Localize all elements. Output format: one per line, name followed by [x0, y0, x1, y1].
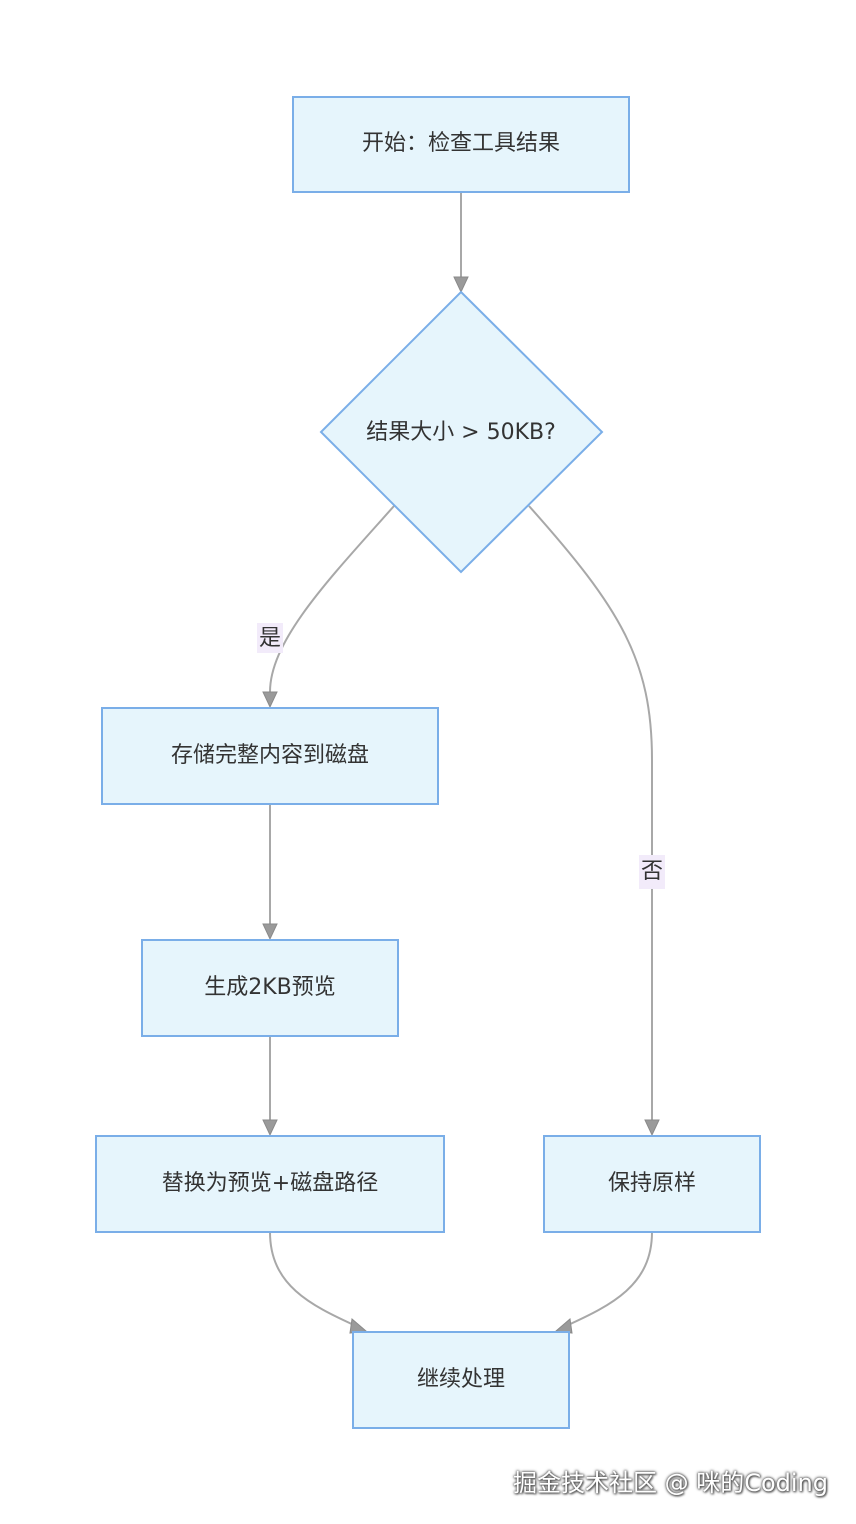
- node-replace: 替换为预览+磁盘路径: [95, 1135, 445, 1233]
- arrowhead-preview: [262, 923, 278, 941]
- node-start-label: 开始：检查工具结果: [362, 131, 560, 156]
- node-keep-label: 保持原样: [608, 1171, 696, 1196]
- node-replace-label: 替换为预览+磁盘路径: [162, 1171, 378, 1196]
- node-continue-label: 继续处理: [417, 1367, 505, 1392]
- edge-label-no: 否: [639, 855, 665, 889]
- svg-text:是: 是: [259, 626, 281, 651]
- edge-replace-to-continue: [269, 1231, 357, 1327]
- node-preview-label: 生成2KB预览: [204, 975, 336, 1000]
- arrowhead-continue-right: [554, 1318, 573, 1334]
- node-store: 存储完整内容到磁盘: [101, 707, 439, 805]
- node-start: 开始：检查工具结果: [292, 96, 630, 193]
- arrowhead-continue-left: [349, 1318, 368, 1334]
- arrowhead-decision: [453, 276, 469, 294]
- node-preview: 生成2KB预览: [141, 939, 399, 1037]
- svg-text:否: 否: [641, 859, 663, 884]
- edges: [262, 192, 660, 1334]
- edge-label-yes: 是: [257, 623, 283, 653]
- arrowhead-keep: [644, 1119, 660, 1137]
- node-continue: 继续处理: [352, 1331, 570, 1429]
- node-decision: 结果大小 > 50KB?: [319, 290, 604, 574]
- edge-decision-to-keep: [528, 505, 653, 1120]
- node-store-label: 存储完整内容到磁盘: [171, 743, 369, 768]
- node-decision-label: 结果大小 > 50KB?: [366, 420, 556, 445]
- watermark: 掘金技术社区 @ 咪的Coding: [512, 1469, 828, 1497]
- node-keep: 保持原样: [543, 1135, 761, 1233]
- edge-decision-to-store: [269, 505, 395, 693]
- arrowhead-store: [262, 691, 278, 709]
- edge-keep-to-continue: [565, 1231, 653, 1327]
- arrowhead-replace: [262, 1119, 278, 1137]
